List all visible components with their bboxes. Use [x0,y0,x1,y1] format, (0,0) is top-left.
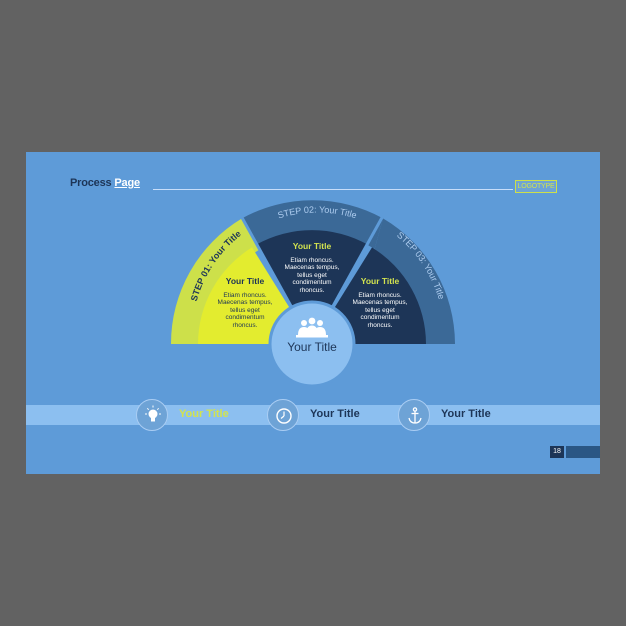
step-02-content: Your Title Etiam rhoncus. Maecenas tempu… [282,241,342,294]
step-02-title: Your Title [292,241,332,251]
bottom-band [26,405,600,425]
step-02-wedge[interactable] [256,230,368,344]
header-divider [153,189,513,190]
item-1-circle[interactable] [136,399,168,431]
item-2-circle[interactable] [267,399,299,431]
process-semicircle-diagram: STEP 01: Your Title STEP 02: Your Title … [170,200,455,388]
step-02-body: Etiam rhoncus. Maecenas tempus, tellus e… [284,256,340,294]
center-title: Your Title [287,340,337,354]
item-3-label: Your Title [441,408,491,420]
page-number-bar [566,446,600,458]
step-03-body: Etiam rhoncus. Maecenas tempus, tellus e… [352,291,408,329]
step-01-ring[interactable] [170,218,261,344]
item-2-label: Your Title [310,408,360,420]
anchor-icon [408,407,422,424]
item-1-label: Your Title [179,408,229,420]
people-meeting-icon [296,317,328,338]
step-03-content: Your Title Etiam rhoncus. Maecenas tempu… [352,276,408,329]
page-title-accent: Page [114,177,140,189]
page-number: 18 [550,446,564,458]
step-03-ring[interactable] [374,218,455,344]
lightbulb-icon [145,405,161,422]
step-03-title: Your Title [360,276,400,286]
item-3-circle[interactable] [398,399,430,431]
center-hub[interactable] [268,300,356,388]
clock-icon [276,408,292,424]
step-01-body: Etiam rhoncus. Maecenas tempus, tellus e… [217,291,273,329]
step-01-content: Your Title Etiam rhoncus. Maecenas tempu… [217,276,273,329]
page-title-main: Process [70,177,112,189]
step-01-title: Your Title [225,276,265,286]
logotype: LOGOTYPE [515,180,557,193]
